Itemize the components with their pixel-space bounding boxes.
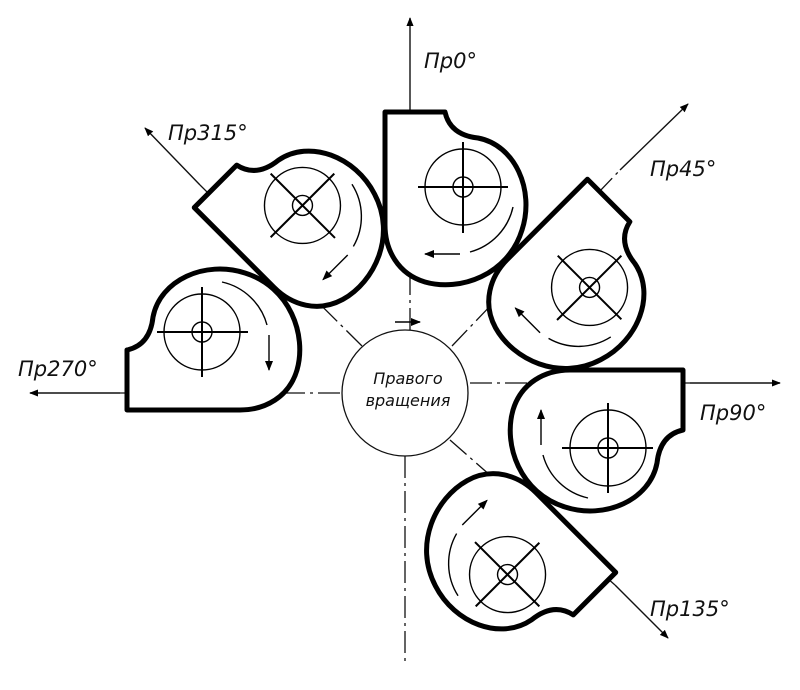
label-pr315: Пр315° bbox=[168, 121, 248, 145]
center-label-line1: Правого bbox=[373, 369, 443, 388]
center-label-line2: вращения bbox=[366, 391, 451, 410]
label-pr0: Пр0° bbox=[424, 49, 477, 73]
label-pr270: Пр270° bbox=[18, 357, 98, 381]
label-pr135: Пр135° bbox=[650, 597, 730, 621]
label-pr45: Пр45° bbox=[650, 157, 716, 181]
center-circle bbox=[341, 329, 469, 457]
label-pr90: Пр90° bbox=[700, 401, 766, 425]
